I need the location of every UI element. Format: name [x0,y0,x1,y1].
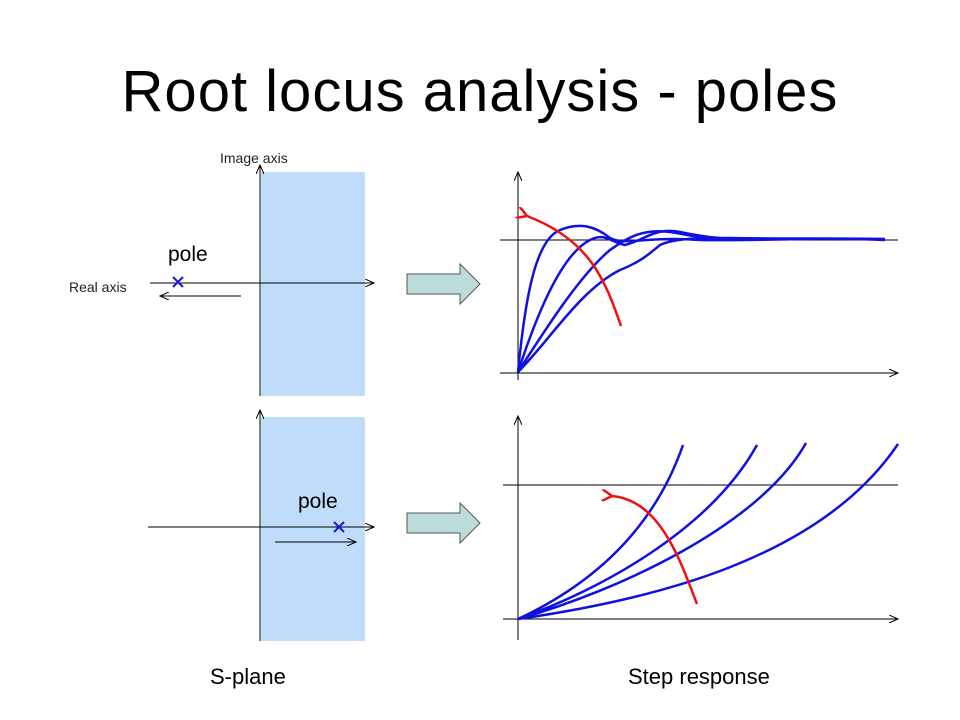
right-half-plane-region [261,172,365,396]
caption-step-response: Step response [628,664,770,689]
response-curve-1 [516,224,886,373]
block-arrow-top-icon [406,262,481,306]
response-curve-4 [517,236,886,373]
step-response-unstable [503,416,900,640]
block-arrow-bottom-icon [406,501,481,545]
trend-arrow-stable [527,216,623,327]
response-curve-1 [517,444,685,621]
response-curve-3 [517,442,808,621]
image-axis-label: Image axis [220,150,288,166]
response-curve-2 [516,229,761,373]
slide-title: Root locus analysis - poles [121,59,839,124]
pole-label-unstable: pole [298,490,338,513]
pole-label-stable: pole [168,243,208,266]
response-curve-2 [517,444,759,621]
response-curve-4 [517,443,900,621]
response-curves [516,224,886,373]
real-axis-label: Real axis [69,279,127,295]
response-curve-3 [516,229,741,373]
pole-marker-unstable-icon [333,521,345,533]
caption-s-plane: S-plane [210,664,286,689]
trend-arrow-unstable [612,496,699,605]
pole-marker-stable-icon [172,276,184,288]
s-plane-unstable: pole [148,410,374,641]
response-curves [517,442,900,621]
s-plane-stable: Image axis Real axis pole [69,150,374,396]
step-response-stable [500,172,898,380]
right-half-plane-region [261,417,365,641]
